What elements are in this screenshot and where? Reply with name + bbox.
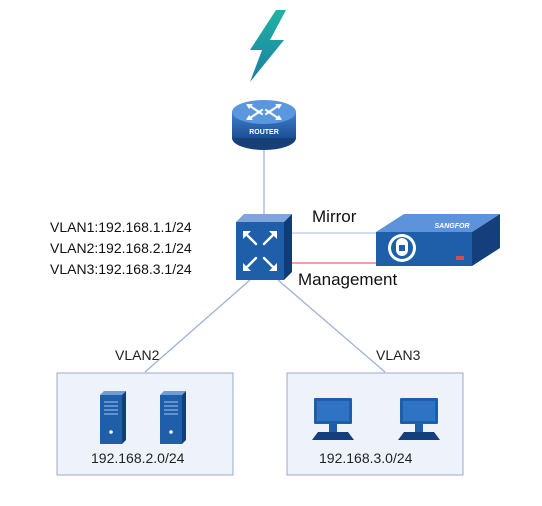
router-label: ROUTER [249,129,279,136]
vlan3-label: VLAN3 [376,347,421,363]
switch-vlan1-address: VLAN1:192.168.1.1/24 [50,219,192,235]
vlan3-subnet: 192.168.3.0/24 [319,450,413,466]
vlan2-label: VLAN2 [115,347,160,363]
switch-vlan2-address: VLAN2:192.168.2.1/24 [50,240,192,256]
management-label: Management [298,270,398,289]
vlan2-network-box [56,372,234,476]
lightning-icon [250,10,286,82]
desktop-computer-icon [312,398,354,440]
switch-vlan2-link [144,279,251,373]
vlan2-subnet: 192.168.2.0/24 [91,450,185,466]
server-icon [160,391,186,444]
switch-vlan3-address: VLAN3:192.168.3.1/24 [50,261,192,277]
sangfor-appliance-icon: SANGFOR [376,214,500,266]
switch-icon [236,214,292,280]
switch-vlan3-link [277,279,386,373]
sangfor-brand: SANGFOR [435,223,470,230]
server-icon [100,391,126,444]
router-icon: ROUTER [232,100,296,150]
mirror-label: Mirror [312,207,357,226]
desktop-computer-icon [398,398,440,440]
